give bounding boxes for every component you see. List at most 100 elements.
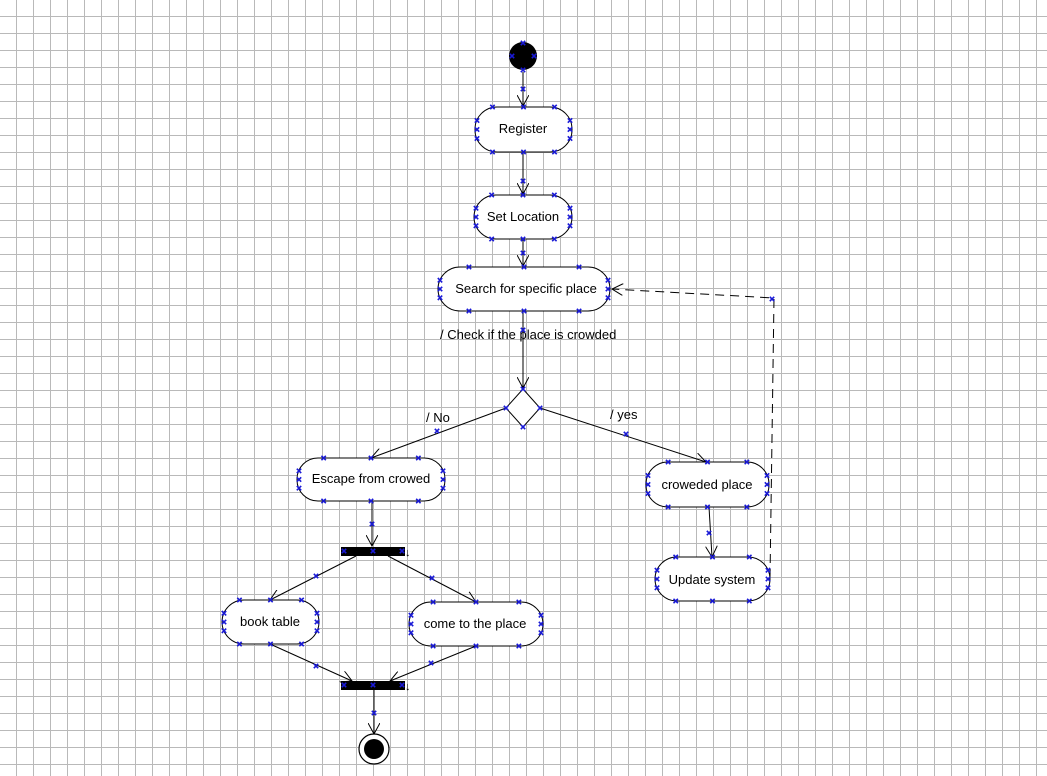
activity-register[interactable]: Register	[474, 106, 573, 153]
selection-handle	[370, 682, 376, 688]
selection-handle	[399, 682, 405, 688]
selection-handle	[473, 223, 479, 229]
selection-handle	[474, 135, 480, 142]
selection-handle	[296, 485, 302, 491]
flow-book-table-to-join[interactable]	[269, 643, 352, 681]
selection-handle	[567, 126, 573, 133]
selection-handle	[551, 149, 558, 155]
selection-handle	[665, 459, 671, 465]
guard-yes: / yes	[610, 407, 638, 422]
selection-handle	[645, 481, 651, 488]
selection-handle	[236, 597, 243, 603]
selection-handle	[672, 554, 679, 560]
selection-handle	[474, 117, 480, 124]
selection-handle	[488, 192, 495, 198]
selection-handle	[520, 67, 526, 73]
activity-set-location[interactable]: Set Location	[473, 194, 573, 240]
selection-handle	[509, 53, 515, 59]
selection-handle	[746, 554, 753, 560]
activity-escape-from-crowed[interactable]: Escape from crowed	[296, 457, 446, 502]
selection-handle	[399, 548, 405, 554]
selection-handle	[434, 428, 440, 434]
activity-come-to-the-place[interactable]: come to the place	[408, 601, 544, 647]
selection-handle	[267, 597, 274, 603]
selection-handle	[645, 490, 651, 497]
selection-handle	[466, 308, 472, 314]
selection-handle	[605, 286, 611, 292]
selection-handle	[341, 548, 347, 554]
selection-handle	[221, 628, 227, 634]
selection-handle	[437, 286, 443, 292]
selection-handle	[430, 643, 436, 649]
selection-handle	[503, 405, 509, 411]
selection-handle	[313, 663, 319, 669]
selection-handle	[567, 214, 573, 220]
selection-handle	[415, 455, 422, 461]
selection-handle	[489, 104, 496, 110]
guard-check-crowded: / Check if the place is crowded	[440, 327, 616, 342]
join-bar-marker: ↓	[405, 681, 411, 693]
selection-handle	[440, 468, 446, 474]
selection-handle	[320, 498, 327, 504]
selection-handle	[520, 86, 526, 92]
selection-handle	[709, 554, 716, 560]
activity-update-system[interactable]: Update system	[654, 556, 771, 602]
selection-handle	[440, 485, 446, 491]
selection-handle	[221, 610, 227, 616]
selection-handle	[520, 386, 526, 392]
selection-handle	[765, 567, 771, 573]
selection-handle	[370, 548, 376, 554]
selection-handle	[521, 264, 527, 270]
activity-search[interactable]: Search for specific place	[437, 266, 611, 312]
selection-handle	[236, 641, 243, 647]
selection-handle	[520, 104, 527, 110]
guard-no: / No	[426, 410, 450, 425]
final-node[interactable]	[358, 733, 390, 765]
selection-handle	[623, 431, 629, 437]
selection-handle	[221, 619, 227, 625]
selection-handle	[473, 643, 479, 649]
selection-handle	[551, 236, 558, 242]
selection-handle	[296, 476, 302, 483]
selection-handle	[371, 710, 377, 716]
selection-handle	[605, 277, 611, 283]
selection-handle	[520, 424, 526, 430]
fork-bar-marker: ↓	[405, 547, 411, 559]
selection-handle	[521, 308, 527, 314]
initial-node[interactable]	[509, 42, 537, 70]
selection-handle	[605, 295, 611, 301]
selection-handle	[428, 660, 434, 666]
selection-handle	[654, 567, 660, 573]
selection-handle	[489, 149, 496, 155]
activity-come-to-place-label: come to the place	[424, 616, 527, 631]
selection-handle	[706, 530, 712, 536]
activity-croweded-place[interactable]: croweded place	[645, 461, 770, 508]
activity-book-table[interactable]: book table	[221, 599, 320, 645]
selection-handle	[368, 498, 374, 504]
flow-fork-to-book-table[interactable]	[270, 555, 357, 600]
selection-handle	[709, 598, 716, 604]
selection-handle	[576, 264, 582, 270]
selection-handle	[567, 205, 573, 211]
flow-update-back-to-search[interactable]	[612, 289, 775, 579]
decision-node[interactable]	[505, 388, 541, 428]
selection-handle	[567, 223, 573, 229]
flow-come-to-place-to-join[interactable]	[390, 645, 477, 681]
selection-handle	[551, 192, 558, 198]
selection-handle	[408, 621, 414, 627]
selection-handle	[520, 192, 526, 198]
selection-handle	[520, 40, 526, 46]
selection-handle	[538, 621, 544, 627]
selection-handle	[296, 468, 302, 474]
selection-handle	[341, 682, 347, 688]
selection-handle	[474, 126, 480, 133]
flow-decision-to-crowded[interactable]	[539, 407, 706, 462]
selection-handle	[744, 504, 750, 510]
activity-escape-label: Escape from crowed	[312, 471, 431, 486]
selection-handle	[765, 576, 771, 582]
selection-handle	[466, 264, 472, 270]
selection-handle	[520, 236, 526, 242]
selection-handle	[313, 573, 319, 579]
selection-handle	[765, 585, 771, 591]
